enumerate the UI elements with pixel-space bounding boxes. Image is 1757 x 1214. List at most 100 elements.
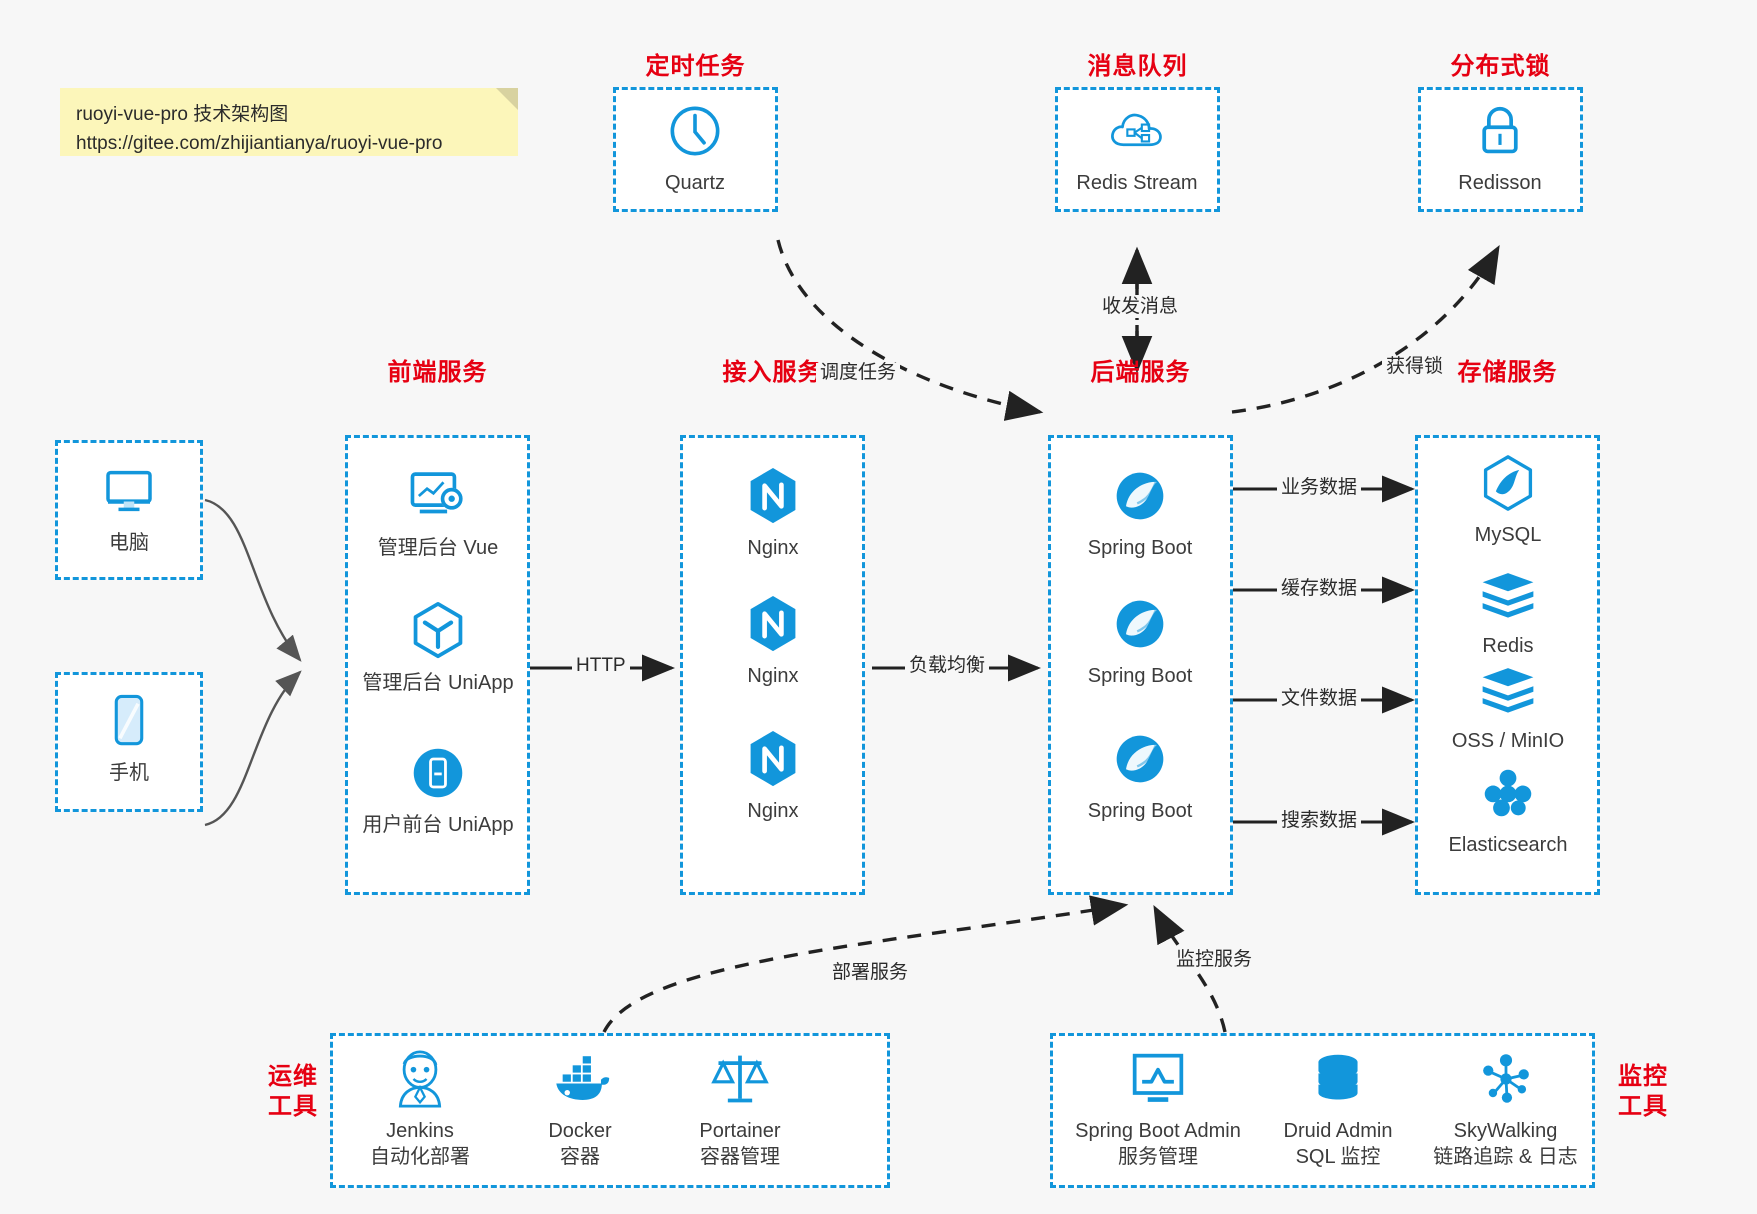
group-title-monitor-line1: 监控 bbox=[1618, 1063, 1668, 1090]
scales-icon bbox=[660, 1048, 820, 1110]
node-nginx-2[interactable]: Nginx bbox=[693, 593, 853, 689]
node-label: 手机 bbox=[109, 762, 149, 784]
nginx-icon bbox=[693, 465, 853, 527]
node-sublabel: 服务管理 bbox=[1118, 1146, 1198, 1168]
group-title-storage: 存储服务 bbox=[1457, 359, 1558, 386]
group-title-message-queue: 消息队列 bbox=[1087, 53, 1188, 80]
group-title-devops: 运维 工具 bbox=[258, 1062, 328, 1122]
node-admin-vue[interactable]: 管理后台 Vue bbox=[358, 465, 518, 561]
node-label: Nginx bbox=[747, 537, 799, 559]
node-label: Nginx bbox=[747, 800, 799, 822]
clock-icon bbox=[615, 100, 775, 162]
node-label: SkyWalking bbox=[1453, 1120, 1558, 1142]
node-sublabel: 容器管理 bbox=[700, 1146, 780, 1168]
nginx-icon bbox=[693, 728, 853, 790]
cube-icon bbox=[358, 600, 518, 662]
node-label: Nginx bbox=[747, 665, 799, 687]
node-label: Druid Admin bbox=[1283, 1120, 1393, 1142]
edge-label-schedule-task: 调度任务 bbox=[816, 362, 901, 384]
node-sublabel: SQL 监控 bbox=[1295, 1146, 1381, 1168]
app-phone-icon bbox=[358, 742, 518, 804]
group-title-backend: 后端服务 bbox=[1090, 359, 1191, 386]
edge-label-cache-data: 缓存数据 bbox=[1277, 578, 1362, 600]
node-label: 用户前台 UniApp bbox=[362, 814, 514, 836]
mobile-phone-icon bbox=[49, 690, 209, 752]
group-title-gateway: 接入服务 bbox=[722, 359, 823, 386]
jenkins-butler-icon bbox=[340, 1048, 500, 1110]
node-springboot-2[interactable]: Spring Boot bbox=[1060, 593, 1220, 689]
node-redisson[interactable]: Redisson bbox=[1420, 100, 1580, 196]
spring-leaf-icon bbox=[1060, 465, 1220, 527]
edge-label-acquire-lock: 获得锁 bbox=[1382, 356, 1448, 378]
node-user-uniapp[interactable]: 用户前台 UniApp bbox=[358, 742, 518, 838]
node-quartz[interactable]: Quartz bbox=[615, 100, 775, 196]
node-sublabel: 链路追踪 & 日志 bbox=[1433, 1146, 1578, 1168]
database-icon bbox=[1258, 1048, 1418, 1110]
node-jenkins[interactable]: Jenkins 自动化部署 bbox=[340, 1048, 500, 1170]
node-label: 管理后台 Vue bbox=[377, 537, 499, 559]
edge-label-monitor-service: 监控服务 bbox=[1172, 949, 1257, 971]
group-title-frontend: 前端服务 bbox=[387, 359, 488, 386]
note-url: https://gitee.com/zhijiantianya/ruoyi-vu… bbox=[76, 133, 443, 155]
lock-icon bbox=[1420, 100, 1580, 162]
cloud-stream-icon bbox=[1057, 100, 1217, 162]
node-label: Spring Boot bbox=[1087, 537, 1193, 559]
node-druid-admin[interactable]: Druid Admin SQL 监控 bbox=[1258, 1048, 1418, 1170]
edge-label-load-balance: 负载均衡 bbox=[905, 655, 990, 677]
monitor-chart-icon bbox=[1068, 1048, 1248, 1110]
node-label: Spring Boot bbox=[1087, 665, 1193, 687]
node-label: Elasticsearch bbox=[1448, 834, 1568, 856]
node-elasticsearch[interactable]: Elasticsearch bbox=[1428, 762, 1588, 858]
redis-stack-icon bbox=[1428, 658, 1588, 720]
group-title-scheduled-task: 定时任务 bbox=[645, 53, 746, 80]
edge-label-http: HTTP bbox=[572, 655, 630, 677]
desktop-monitor-icon bbox=[49, 460, 209, 522]
node-nginx-3[interactable]: Nginx bbox=[693, 728, 853, 824]
network-nodes-icon bbox=[1418, 1048, 1593, 1110]
node-phone[interactable]: 手机 bbox=[49, 690, 209, 786]
group-title-devops-line1: 运维 bbox=[268, 1063, 318, 1090]
spring-leaf-icon bbox=[1060, 593, 1220, 655]
group-title-devops-line2: 工具 bbox=[268, 1093, 318, 1120]
node-label: Portainer bbox=[699, 1120, 781, 1142]
node-redis-stream[interactable]: Redis Stream bbox=[1057, 100, 1217, 196]
node-spring-boot-admin[interactable]: Spring Boot Admin 服务管理 bbox=[1068, 1048, 1248, 1170]
group-box-devops bbox=[330, 1033, 890, 1188]
mysql-dolphin-icon bbox=[1428, 452, 1588, 514]
edge-label-file-data: 文件数据 bbox=[1277, 688, 1362, 710]
node-docker[interactable]: Docker 容器 bbox=[500, 1048, 660, 1170]
node-label: Spring Boot Admin bbox=[1075, 1120, 1241, 1142]
node-label: Quartz bbox=[664, 172, 726, 194]
edge-label-send-receive-msg: 收发消息 bbox=[1098, 296, 1183, 318]
group-title-monitor-line2: 工具 bbox=[1618, 1093, 1668, 1120]
dashboard-settings-icon bbox=[358, 465, 518, 527]
node-springboot-1[interactable]: Spring Boot bbox=[1060, 465, 1220, 561]
group-box-message-queue bbox=[1055, 87, 1220, 212]
node-pc[interactable]: 电脑 bbox=[49, 460, 209, 556]
node-label: OSS / MinIO bbox=[1451, 730, 1565, 752]
group-box-storage bbox=[1415, 435, 1600, 895]
edge-label-search-data: 搜索数据 bbox=[1277, 810, 1362, 832]
node-label: Redisson bbox=[1458, 172, 1542, 194]
edge-label-deploy-service: 部署服务 bbox=[828, 962, 913, 984]
docker-whale-icon bbox=[500, 1048, 660, 1110]
group-title-distributed-lock: 分布式锁 bbox=[1450, 53, 1551, 80]
redis-stack-icon bbox=[1428, 563, 1588, 625]
node-mysql[interactable]: MySQL bbox=[1428, 452, 1588, 548]
node-portainer[interactable]: Portainer 容器管理 bbox=[660, 1048, 820, 1170]
spring-leaf-icon bbox=[1060, 728, 1220, 790]
node-oss-minio[interactable]: OSS / MinIO bbox=[1428, 658, 1588, 754]
edge-label-business-data: 业务数据 bbox=[1277, 477, 1362, 499]
node-nginx-1[interactable]: Nginx bbox=[693, 465, 853, 561]
diagram-note: ruoyi-vue-pro 技术架构图 https://gitee.com/zh… bbox=[60, 88, 518, 156]
node-label: Docker bbox=[548, 1120, 612, 1142]
node-admin-uniapp[interactable]: 管理后台 UniApp bbox=[358, 600, 518, 696]
node-skywalking[interactable]: SkyWalking 链路追踪 & 日志 bbox=[1418, 1048, 1593, 1170]
node-redis[interactable]: Redis bbox=[1428, 563, 1588, 659]
node-sublabel: 容器 bbox=[560, 1146, 600, 1168]
node-label: Redis bbox=[1482, 635, 1534, 657]
node-sublabel: 自动化部署 bbox=[370, 1146, 470, 1168]
node-label: MySQL bbox=[1474, 524, 1542, 546]
node-springboot-3[interactable]: Spring Boot bbox=[1060, 728, 1220, 824]
node-label: Jenkins bbox=[386, 1120, 454, 1142]
